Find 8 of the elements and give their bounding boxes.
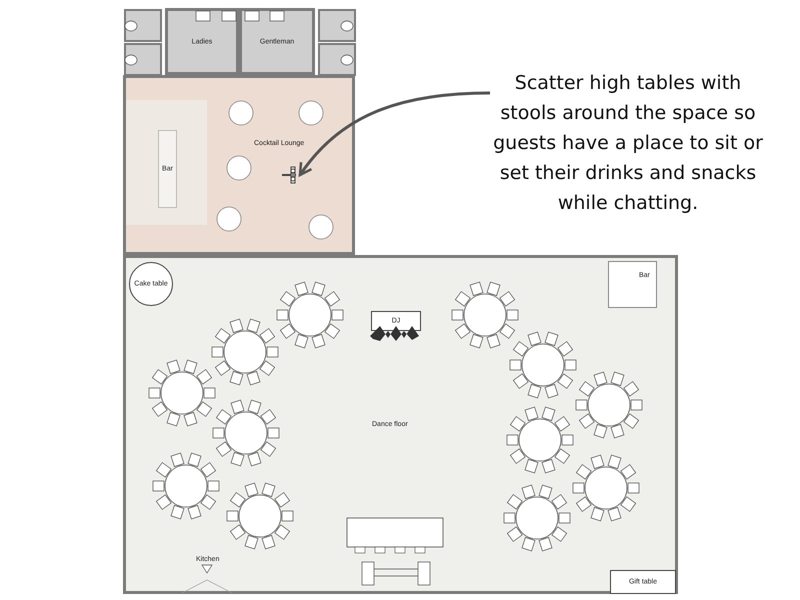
leader-arrow bbox=[298, 92, 490, 176]
restroom-floor bbox=[165, 8, 239, 75]
restroom-floor bbox=[239, 8, 315, 75]
bar-counter bbox=[608, 261, 657, 308]
callout-text: Scatter high tables with stools around the space so guests have a place to sit or set their drinks and snacks while chatting. bbox=[492, 71, 764, 216]
cake-table bbox=[129, 262, 173, 306]
gift-table bbox=[610, 570, 676, 594]
dj-booth bbox=[371, 311, 421, 331]
